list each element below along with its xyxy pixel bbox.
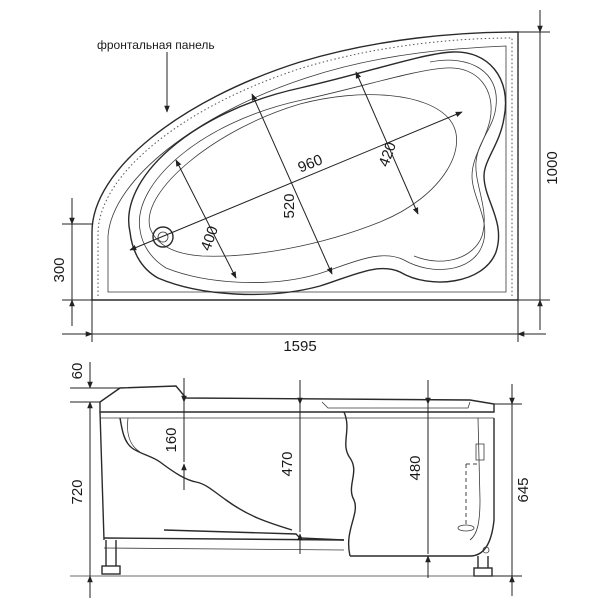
side-view: 60 720 160 470 480 645 bbox=[69, 362, 532, 598]
dim-depth-left-text: 470 bbox=[279, 451, 296, 476]
dim-front-text: 300 bbox=[51, 257, 68, 282]
headrest-profile bbox=[119, 417, 197, 483]
dim-width-left-text: 400 bbox=[198, 224, 223, 253]
headrest-inner bbox=[127, 417, 141, 453]
drain-outer bbox=[152, 226, 174, 248]
dim-width-inner-line bbox=[251, 93, 333, 275]
dim-width-text: 1595 bbox=[283, 338, 316, 355]
leg-right bbox=[477, 556, 489, 568]
headrest-area bbox=[413, 59, 497, 262]
front-panel-line bbox=[97, 37, 513, 296]
dim-depth-text: 1000 bbox=[544, 151, 561, 184]
overflow-fitting bbox=[475, 443, 485, 461]
tub-rim-inner bbox=[107, 45, 507, 293]
basin-outline bbox=[128, 51, 507, 296]
dim-length-inner-line bbox=[129, 111, 463, 251]
drain-inner bbox=[157, 231, 169, 243]
frame-bar-lower bbox=[103, 547, 345, 551]
dim-width-left-line bbox=[175, 159, 237, 279]
back-slope bbox=[195, 481, 293, 531]
dim-inner-height-text: 645 bbox=[515, 477, 532, 502]
right-basin-wall bbox=[350, 418, 495, 557]
dim-width-inner-text: 520 bbox=[281, 193, 298, 218]
drain-fitting bbox=[457, 524, 475, 532]
dim-depth-right-text: 480 bbox=[407, 455, 424, 480]
rim-recess bbox=[321, 401, 471, 409]
leg-left bbox=[105, 540, 117, 566]
drain-plug bbox=[482, 546, 490, 554]
dim-headrest-text: 160 bbox=[163, 427, 180, 452]
dim-top-text: 60 bbox=[69, 363, 86, 380]
tub-outer-outline bbox=[91, 31, 519, 301]
tub-rim-top bbox=[99, 385, 495, 413]
left-wall bbox=[99, 411, 105, 541]
front-panel-label: фронтальная панель bbox=[97, 38, 215, 52]
leg-right-foot bbox=[473, 567, 493, 577]
dim-length-inner-text: 960 bbox=[296, 151, 326, 176]
frame-bar bbox=[103, 537, 345, 541]
top-view: фронтальная панель 1000 300 1595 960 520 bbox=[51, 10, 561, 355]
cutaway-edge bbox=[343, 411, 356, 557]
dim-total-height-text: 720 bbox=[69, 479, 86, 504]
right-inner-wall bbox=[469, 417, 481, 541]
dim-width-right-line bbox=[355, 71, 419, 215]
leg-left-foot bbox=[101, 565, 121, 575]
